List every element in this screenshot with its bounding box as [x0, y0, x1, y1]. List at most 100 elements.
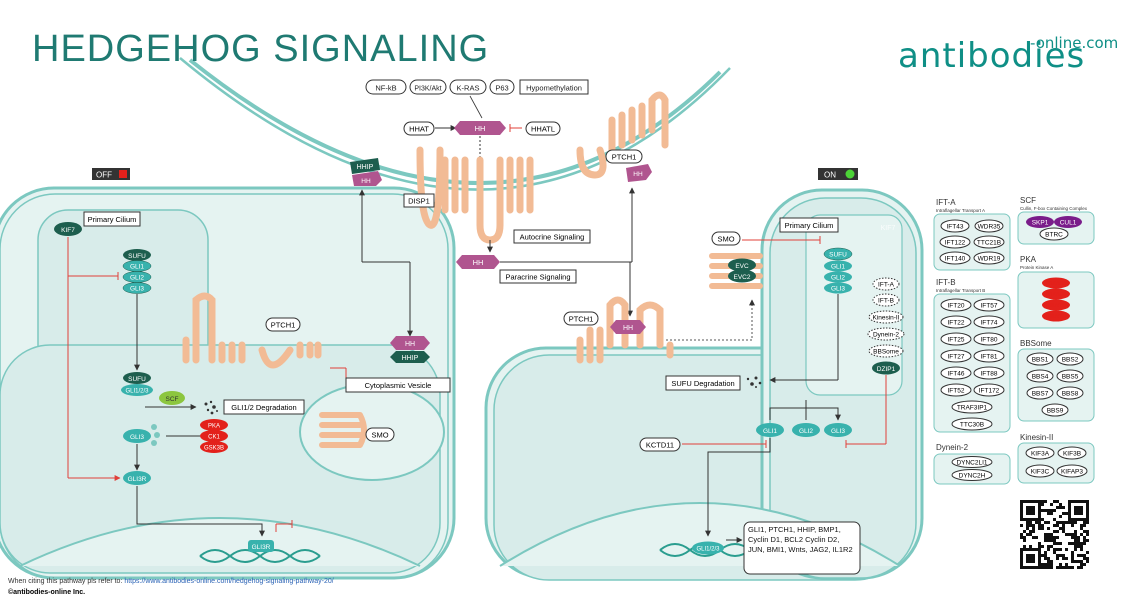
svg-text:IFT43: IFT43 — [947, 224, 964, 231]
ptch1-on-receptor — [576, 296, 674, 364]
svg-text:GLI1: GLI1 — [763, 428, 777, 435]
svg-text:EVC: EVC — [735, 263, 749, 270]
citation-prefix: When citing this pathway pls refer to: — [8, 578, 125, 585]
iftb-item-label: IFT20 — [948, 303, 965, 310]
reg-p63: P63 — [495, 84, 508, 93]
svg-text:GLI2: GLI2 — [799, 428, 813, 435]
page-title: HEDGEHOG SIGNALING — [32, 28, 490, 70]
hh-mid — [456, 255, 500, 269]
svg-text:IFT-B: IFT-B — [878, 298, 894, 305]
iftb-item — [940, 366, 972, 380]
iftb-item — [940, 383, 972, 397]
citation-link[interactable]: https://www.antibodies-online.com/hedgeh… — [124, 578, 334, 585]
svg-text:Dynein-2: Dynein-2 — [936, 443, 969, 452]
svg-text:SCF: SCF — [1020, 196, 1036, 205]
svg-text:BTRC: BTRC — [1045, 232, 1063, 239]
svg-text:BBS1: BBS1 — [1032, 357, 1049, 364]
iftb-item-label: IFT46 — [948, 371, 965, 378]
on-sufu-stack: SUFU GLI1 GLI2 GLI3 — [823, 247, 853, 294]
iftb-item-label: IFT80 — [981, 337, 998, 344]
degradation-dots-off — [204, 400, 218, 415]
svg-text:SCF: SCF — [166, 396, 179, 403]
reg-nfkb: NF-kB — [375, 84, 396, 93]
hhatl-label: HHATL — [531, 125, 555, 134]
scf-badge — [159, 391, 185, 405]
svg-text:KIFAP3: KIFAP3 — [1061, 469, 1083, 476]
off-gli3 — [123, 429, 151, 443]
iftb-item — [951, 417, 993, 431]
ptch1-off-label: PTCH1 — [271, 321, 296, 330]
gli123-dna — [692, 541, 724, 555]
svg-text:IFT-B: IFT-B — [936, 278, 956, 287]
kif7-off — [54, 222, 82, 236]
iftb-item-label: IFT57 — [981, 303, 998, 310]
svg-text:SKP1: SKP1 — [1032, 220, 1049, 227]
iftb-item-label: IFT27 — [948, 354, 965, 361]
svg-text:EVC2: EVC2 — [734, 274, 751, 281]
disp1-label: DISP1 — [408, 197, 430, 206]
reg-hypomethylation: Hypomethylation — [526, 84, 582, 93]
on-primary-cilium-label: Primary Cilium — [785, 221, 834, 230]
svg-text:CK1: CK1 — [208, 435, 220, 441]
ptch1-top-receptor — [576, 91, 669, 179]
brand-logo[interactable]: antibodies — [898, 36, 1086, 76]
dna-on — [659, 543, 751, 557]
hh-on — [610, 320, 646, 334]
ptch1-top-label: PTCH1 — [612, 153, 637, 162]
svg-text:HHIP: HHIP — [402, 355, 419, 362]
svg-text:KIF3B: KIF3B — [1063, 451, 1081, 458]
svg-text:GLI2: GLI2 — [831, 275, 845, 282]
target-genes: GLI1, PTCH1, HHIP, BMP1, Cyclin D1, BCL2… — [748, 525, 853, 554]
degradation-dots-on — [746, 376, 762, 388]
iftb-item-label: TRAF3IP1 — [957, 405, 988, 412]
svg-text:PRKAR2A: PRKAR2A — [1044, 314, 1068, 320]
iftb-item-label: IFT52 — [948, 388, 965, 395]
svg-text:GLI1: GLI1 — [130, 264, 144, 271]
svg-text:GLI2: GLI2 — [130, 275, 144, 282]
svg-text:ON: ON — [824, 171, 836, 180]
iftb-item — [973, 332, 1005, 346]
off-gli123 — [121, 384, 153, 396]
svg-text:IFT122: IFT122 — [945, 240, 966, 247]
svg-text:SUFU: SUFU — [128, 253, 146, 260]
svg-text:SUFU: SUFU — [128, 376, 146, 383]
hh-top — [454, 121, 506, 135]
svg-text:PRKAR1A: PRKAR1A — [1044, 303, 1068, 309]
svg-text:PRKACB: PRKACB — [1046, 292, 1067, 298]
iftb-item — [951, 400, 993, 414]
off-gli3r — [123, 471, 151, 485]
hh-hhip-complex: HH HHIP — [390, 336, 430, 363]
hhat-label: HHAT — [409, 125, 429, 134]
svg-text:HH: HH — [473, 258, 484, 267]
svg-text:Kinesin-II: Kinesin-II — [1020, 433, 1053, 442]
qr-code[interactable] — [1020, 500, 1089, 569]
legend: IFT-A Intraflagellar Transport A IFT43 W… — [933, 196, 1095, 485]
svg-text:GLI3: GLI3 — [130, 286, 144, 293]
svg-text:HH: HH — [633, 171, 643, 178]
gli3r-dna — [248, 540, 274, 552]
svg-text:IFT-A: IFT-A — [878, 282, 895, 289]
svg-text:OFF: OFF — [96, 171, 112, 180]
svg-text:KIF3C: KIF3C — [1031, 469, 1050, 476]
ptch1-off-receptor — [182, 292, 322, 369]
svg-text:GLI3R: GLI3R — [128, 476, 147, 483]
svg-text:GSK3B: GSK3B — [204, 446, 224, 452]
svg-text:IFT140: IFT140 — [945, 256, 966, 263]
hhip-top-left: HHIP HH — [350, 158, 382, 186]
iftb-item-label: IFT81 — [981, 354, 998, 361]
svg-text:BBS9: BBS9 — [1047, 408, 1064, 415]
svg-text:GLI3R: GLI3R — [252, 544, 271, 551]
smo-off — [319, 412, 367, 448]
svg-text:BBS5: BBS5 — [1062, 374, 1079, 381]
paracrine-label: Paracrine Signaling — [505, 273, 570, 282]
svg-text:HH: HH — [361, 178, 371, 185]
svg-text:Cullin, F-box Containing Compl: Cullin, F-box Containing Complex — [1020, 206, 1088, 211]
iftb-item — [940, 332, 972, 346]
svg-text:IFT-A: IFT-A — [936, 198, 956, 207]
svg-text:KIF3A: KIF3A — [1031, 451, 1050, 458]
off-sufu-stack: SUFU GLI1 GLI2 GLI3 — [122, 249, 152, 294]
brand-logo-suffix: -online.com — [1030, 34, 1119, 52]
off-sufu2 — [123, 372, 151, 384]
iftb-item-label: TTC30B — [960, 422, 984, 429]
